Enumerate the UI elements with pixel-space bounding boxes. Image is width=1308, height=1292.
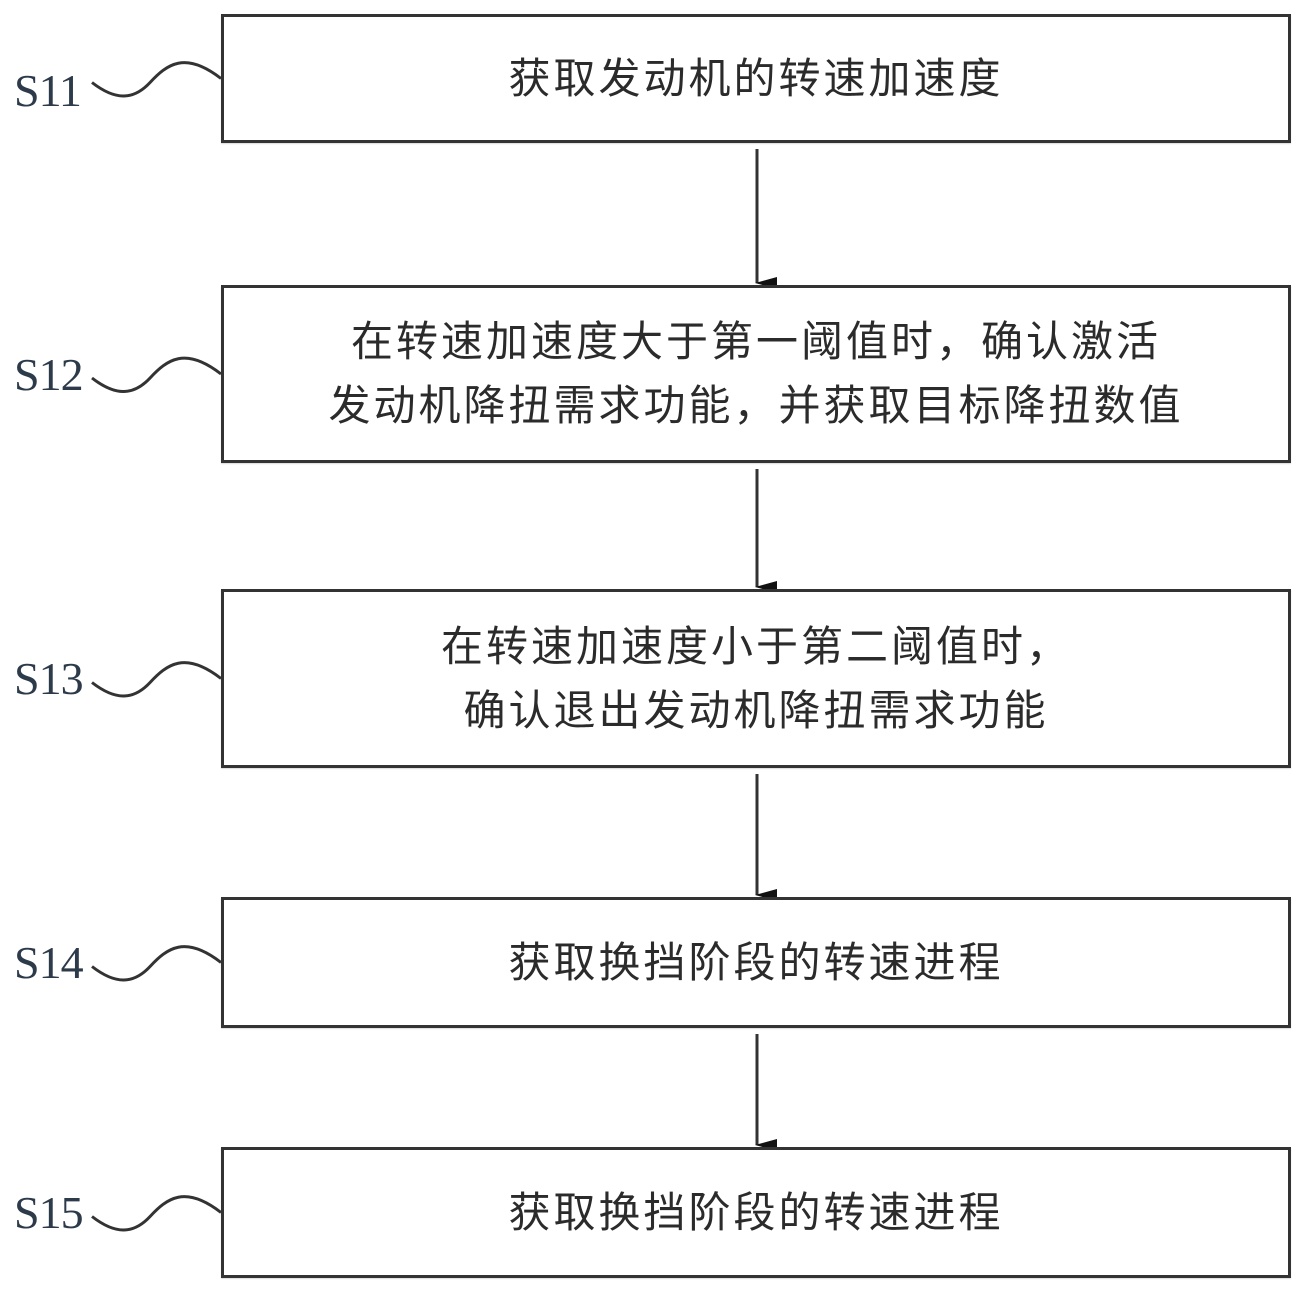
step-label-s15: S15	[14, 1187, 84, 1238]
leader-line-s12	[91, 356, 222, 393]
step-box-s12: 在转速加速度大于第一阈值时，确认激活 发动机降扭需求功能，并获取目标降扭数值	[221, 285, 1291, 463]
step-label-s14: S14	[14, 937, 84, 988]
step-text-s15: 获取换挡阶段的转速进程	[508, 1187, 1004, 1237]
step-text-s14: 获取换挡阶段的转速进程	[508, 937, 1004, 987]
step-label-s13: S13	[14, 653, 84, 704]
step-text-s11: 获取发动机的转速加速度	[508, 53, 1004, 103]
leader-line-s11	[91, 61, 222, 98]
step-label-s11: S11	[14, 65, 82, 116]
leader-line-s15	[91, 1195, 222, 1232]
step-box-s14: 获取换挡阶段的转速进程	[221, 897, 1291, 1028]
step-text-s13: 在转速加速度小于第二阈值时， 确认退出发动机降扭需求功能	[440, 621, 1071, 735]
leader-line-s13	[91, 661, 222, 698]
leader-line-s14	[91, 945, 222, 982]
step-box-s11: 获取发动机的转速加速度	[221, 14, 1291, 143]
step-box-s15: 获取换挡阶段的转速进程	[221, 1147, 1291, 1278]
step-text-s12: 在转速加速度大于第一阈值时，确认激活 发动机降扭需求功能，并获取目标降扭数值	[328, 317, 1184, 430]
step-box-s13: 在转速加速度小于第二阈值时， 确认退出发动机降扭需求功能	[221, 589, 1291, 768]
step-label-s12: S12	[14, 349, 84, 400]
